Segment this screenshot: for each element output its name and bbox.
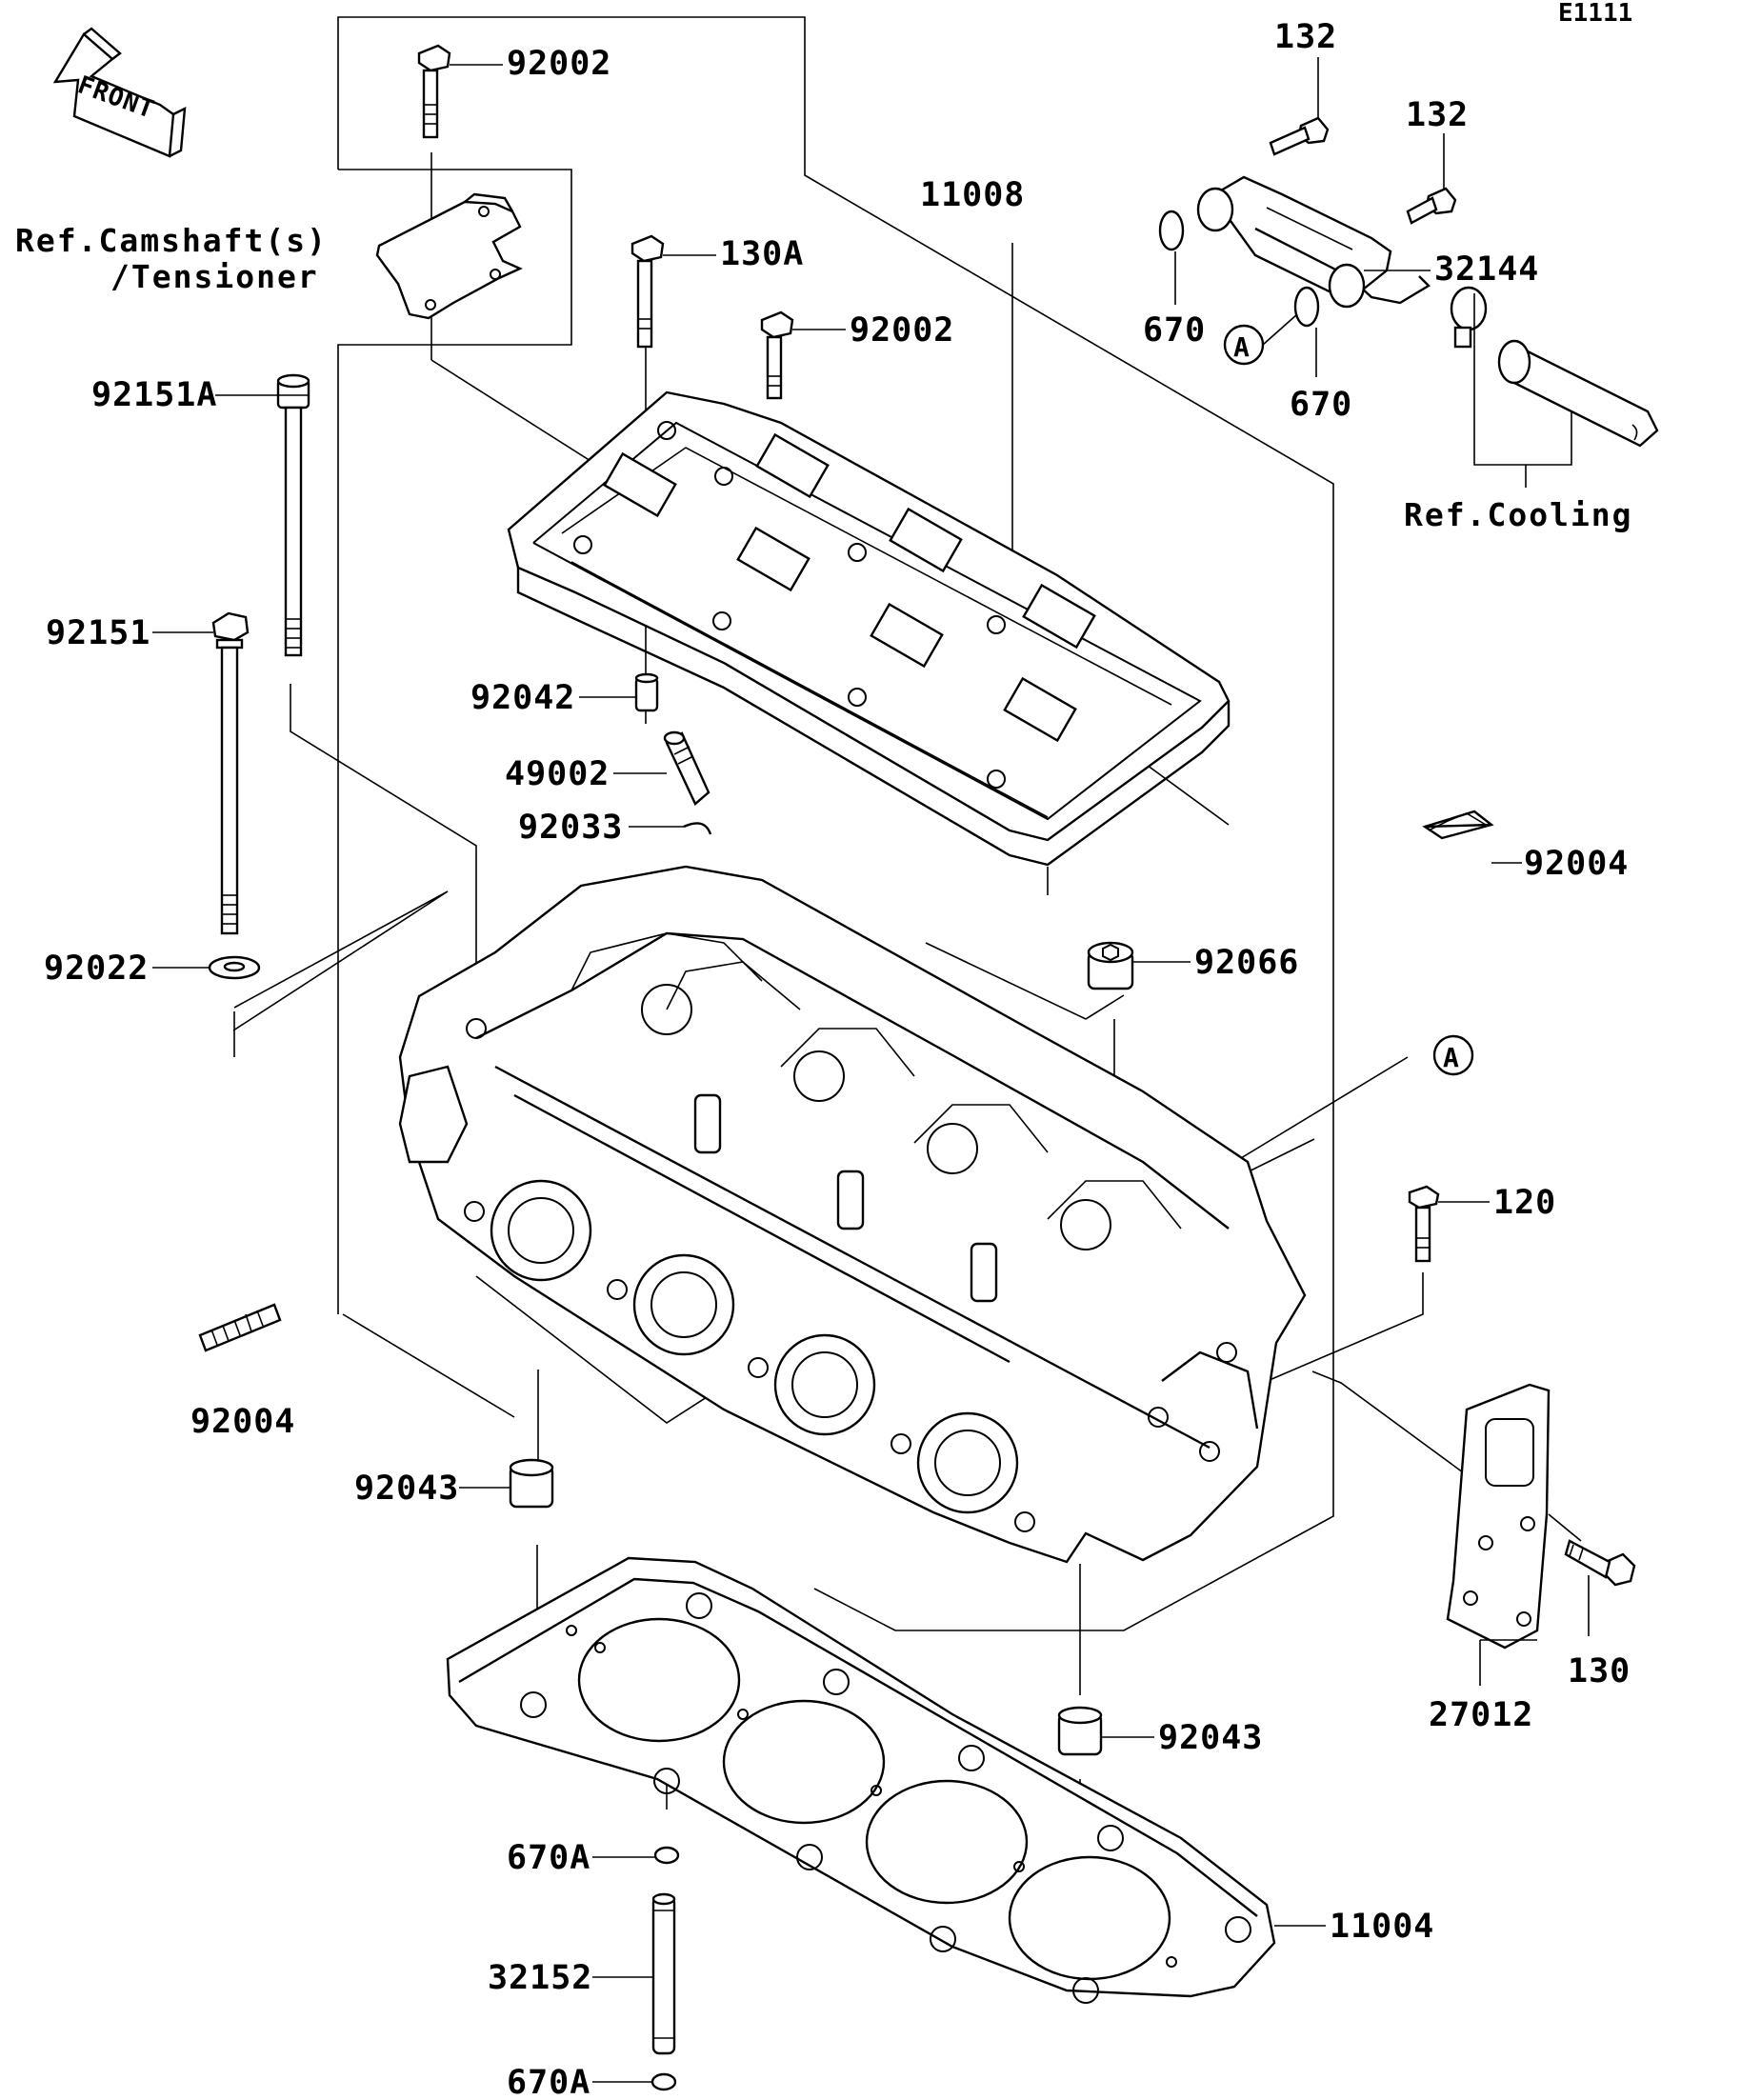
- ref-cooling-label: Ref.Cooling: [1404, 496, 1633, 533]
- dowel-pin-92042-icon: [634, 672, 659, 712]
- bracket-27012-icon: [1446, 1383, 1551, 1650]
- ref-camshaft-label: Ref.Camshaft(s): [15, 222, 328, 259]
- water-pipe-32144-icon: [1196, 175, 1431, 309]
- part-label-32152: 32152: [488, 1959, 592, 1997]
- bolt-92151A-icon: [276, 373, 310, 657]
- bolt-130-icon: [1564, 1539, 1636, 1587]
- part-label-92004-right: 92004: [1524, 845, 1629, 883]
- part-label-92151: 92151: [46, 614, 150, 652]
- callout-marker-a-upper: A: [1223, 324, 1265, 366]
- part-label-92151A: 92151A: [91, 376, 217, 414]
- part-label-670-a: 670: [1143, 311, 1206, 350]
- bolt-132-a-icon: [1269, 116, 1330, 156]
- hose-clamp-icon: [1450, 286, 1488, 349]
- part-label-670-b: 670: [1290, 386, 1352, 424]
- o-ring-670A-lower-icon: [650, 2072, 677, 2091]
- part-label-92066: 92066: [1194, 944, 1299, 982]
- plug-92066-icon: [1087, 941, 1134, 990]
- o-ring-670-a-icon: [1158, 210, 1185, 251]
- part-label-670A-lower: 670A: [507, 2064, 590, 2100]
- circlip-92033-icon: [683, 822, 712, 835]
- part-label-670A-upper: 670A: [507, 1839, 590, 1877]
- dowel-92043-left-icon: [509, 1458, 554, 1509]
- stud-92004-right-icon: [1422, 810, 1494, 840]
- part-label-92033: 92033: [518, 809, 623, 847]
- o-ring-670A-upper-icon: [653, 1846, 680, 1865]
- part-label-92043-left: 92043: [354, 1470, 459, 1508]
- part-label-120: 120: [1493, 1184, 1556, 1222]
- bolt-92151-icon: [211, 611, 250, 935]
- tensioner-49002-icon: [663, 730, 710, 806]
- part-label-32144: 32144: [1434, 250, 1539, 289]
- diagram-code: E1111: [1558, 0, 1632, 28]
- washer-92022-icon: [208, 955, 261, 980]
- callout-marker-a-lower: A: [1432, 1034, 1474, 1076]
- part-label-132-a: 132: [1274, 18, 1337, 56]
- part-label-27012: 27012: [1429, 1696, 1533, 1734]
- camshaft-tensioner-group-box: [337, 16, 1334, 1631]
- part-label-132-b: 132: [1406, 96, 1469, 134]
- part-label-11008: 11008: [920, 176, 1025, 214]
- head-gasket-11004: [446, 1556, 1276, 2004]
- dowel-92043-right-icon: [1057, 1706, 1103, 1756]
- part-label-92002-top: 92002: [507, 45, 611, 83]
- o-ring-670-b-icon: [1293, 286, 1320, 328]
- part-label-130: 130: [1568, 1652, 1631, 1690]
- part-label-92004-left: 92004: [190, 1403, 295, 1441]
- svg-text:A: A: [1233, 331, 1251, 363]
- part-label-130A: 130A: [720, 235, 804, 273]
- svg-text:A: A: [1443, 1042, 1460, 1073]
- bolt-92002-top-icon: [417, 44, 451, 139]
- stud-92004-left-icon: [198, 1303, 282, 1352]
- bolt-132-b-icon: [1406, 187, 1457, 225]
- bolt-120-icon: [1408, 1185, 1440, 1263]
- part-label-49002: 49002: [505, 755, 610, 793]
- label-leaders: [152, 57, 1590, 2083]
- pipe-32152-icon: [651, 1892, 676, 2055]
- cylinder-head: [398, 865, 1307, 1564]
- part-label-11004: 11004: [1330, 1908, 1434, 1946]
- bolt-130A-icon: [630, 234, 665, 349]
- part-label-92002-mid: 92002: [850, 311, 954, 350]
- ref-tensioner-label: /Tensioner: [110, 258, 319, 295]
- part-label-92043-right: 92043: [1158, 1719, 1263, 1757]
- front-arrow-icon: FRONT: [52, 27, 187, 158]
- bolt-92002-mid-icon: [760, 310, 794, 400]
- cooling-hose-ref-icon: [1497, 339, 1659, 448]
- camshaft-holder-cover: [507, 390, 1231, 867]
- part-label-92042: 92042: [470, 679, 575, 717]
- camshaft-bracket-ref: [375, 192, 523, 320]
- part-label-92022: 92022: [44, 950, 149, 988]
